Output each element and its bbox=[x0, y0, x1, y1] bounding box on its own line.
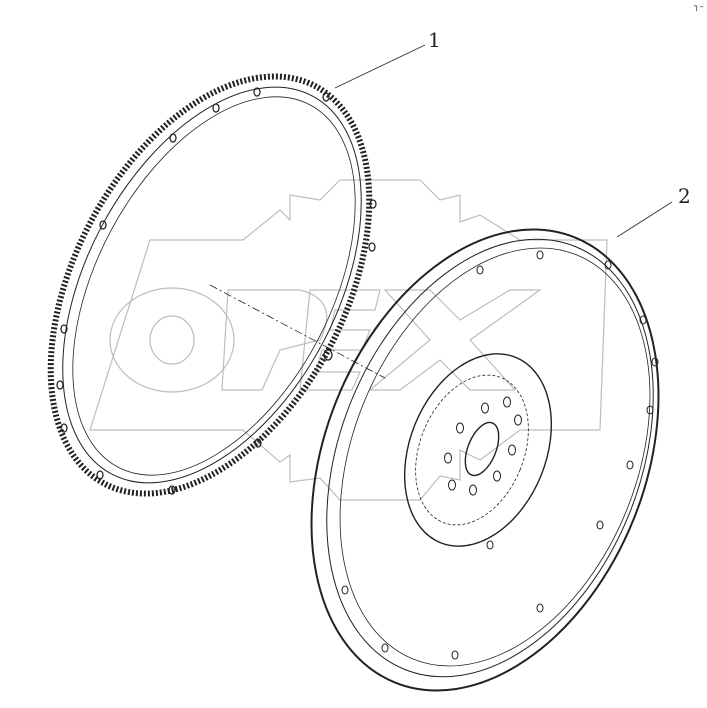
flywheel-part-2 bbox=[310, 228, 660, 692]
callout-1-leader bbox=[334, 44, 426, 89]
watermark bbox=[89, 179, 608, 501]
callout-2-leader bbox=[616, 201, 673, 238]
flywheel-hub-bolt-holes bbox=[444, 396, 522, 496]
ring-gear-bolt-holes bbox=[56, 87, 377, 495]
callout-label-2: 2 bbox=[678, 184, 691, 208]
center-axis-line bbox=[209, 284, 386, 379]
ring-gear-part-1 bbox=[47, 73, 377, 497]
flywheel-rim-holes bbox=[341, 250, 659, 660]
callout-label-1: 1 bbox=[428, 28, 441, 52]
corner-mark: ┐– bbox=[694, 2, 704, 12]
